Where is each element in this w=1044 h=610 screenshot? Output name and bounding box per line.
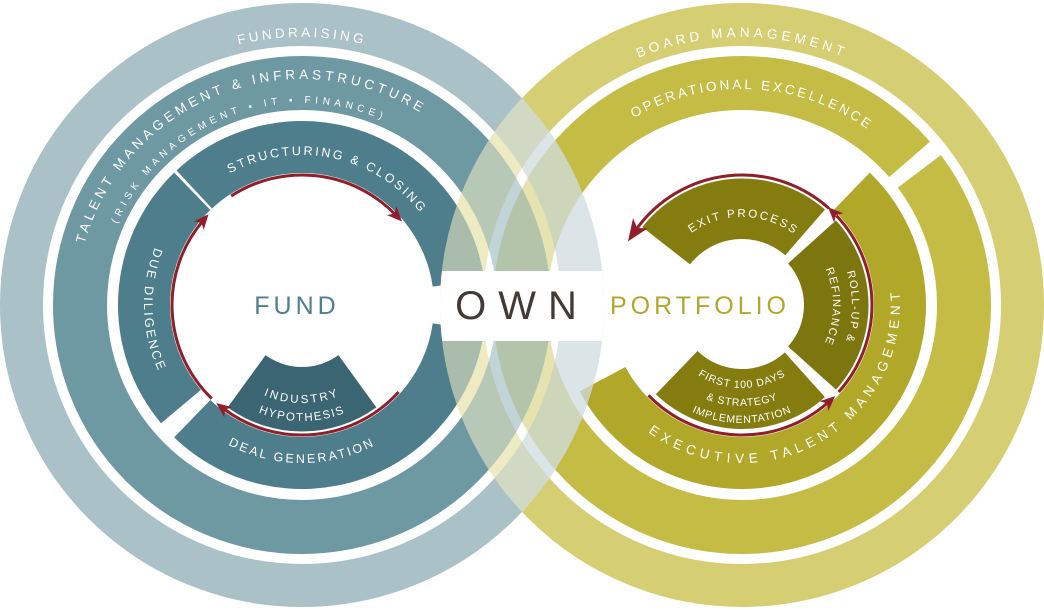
cycle-arrows — [170, 173, 874, 437]
fund-segment-structuring — [176, 120, 485, 287]
and-strategy-label: & STRATEGY — [705, 391, 778, 409]
center-label-portfolio: PORTFOLIO — [610, 292, 790, 320]
fund-inset-industry-hypothesis — [227, 355, 377, 432]
fund-segment-due-diligence — [118, 172, 211, 424]
cycle-arrow-head-0 — [216, 403, 233, 418]
portfolio-rings-opaque — [440, 3, 1044, 607]
center-label-own: OWN — [455, 284, 589, 328]
portfolio-segment-first-100-days — [655, 351, 825, 430]
portfolio-inset-rollup-refinance — [788, 220, 869, 390]
cycle-arrow-head-4 — [828, 207, 844, 223]
center-band — [439, 271, 605, 341]
portfolio-executive-talent-band — [579, 172, 927, 489]
center-band-rect — [439, 271, 605, 341]
cycle-arrow-arc-2 — [230, 173, 396, 215]
portfolio-segment-exit-process — [642, 178, 825, 265]
cycle-arrow-arc-3 — [635, 173, 830, 230]
center-label-fund: FUND — [254, 292, 339, 320]
cycle-arrow-head-1 — [193, 214, 209, 230]
cycle-arrow-head-5 — [819, 396, 836, 411]
fund-rings-opaque — [0, 3, 604, 607]
fund-segment-deal-generation — [174, 323, 485, 490]
cycle-arrow-arc-4 — [835, 214, 874, 393]
cycle-arrow-arc-1 — [170, 221, 213, 400]
cycle-arrow-arc-0 — [223, 390, 400, 437]
cycle-arrow-head-2 — [386, 206, 402, 222]
cycle-arrow-arc-5 — [647, 394, 829, 437]
portfolio-middle-ring-gap — [885, 138, 945, 191]
and-strategy-label-text: & STRATEGY — [705, 391, 779, 409]
cycle-arrow-head-3 — [628, 218, 648, 242]
